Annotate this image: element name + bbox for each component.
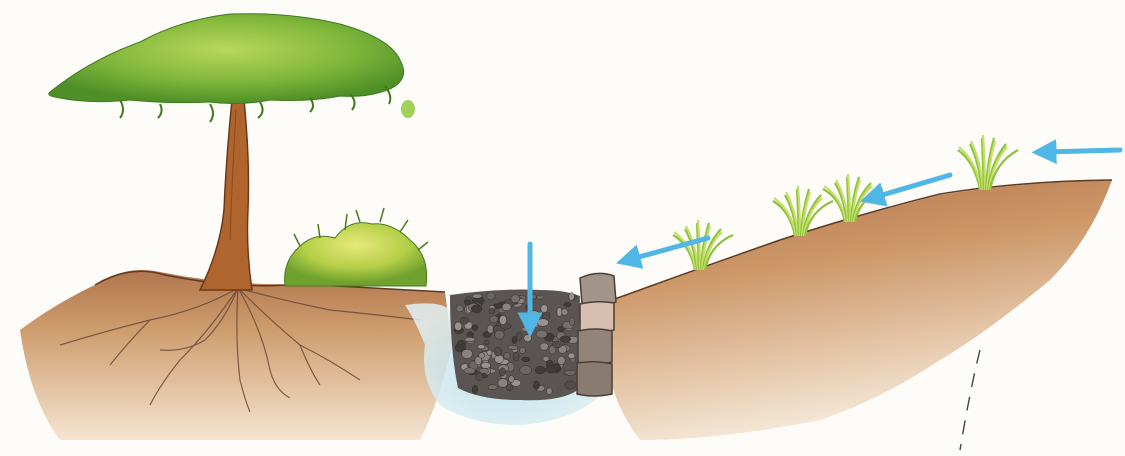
- gravel-stone: [504, 353, 511, 359]
- gravel-stone: [460, 317, 468, 324]
- gravel-stone: [498, 379, 508, 388]
- gravel-stone: [568, 353, 575, 358]
- gravel-stone: [537, 319, 549, 327]
- gravel-stone: [557, 308, 562, 317]
- tree-canopy: [49, 14, 404, 104]
- gravel-stone: [540, 343, 549, 350]
- tree-trunk: [200, 100, 252, 290]
- grass-icon: [958, 135, 1018, 190]
- gravel-stone: [472, 385, 478, 394]
- gravel-stone: [546, 388, 552, 395]
- gravel-stone: [472, 294, 481, 298]
- gravel-stone: [478, 345, 485, 349]
- right-soil-slope: [608, 180, 1112, 440]
- gravel-stone: [456, 305, 463, 312]
- gravel-stone: [487, 350, 492, 355]
- gravel-stone: [471, 305, 482, 313]
- gravel-stone: [520, 366, 532, 375]
- gravel-stone: [494, 347, 501, 356]
- sketch-line: [960, 350, 980, 450]
- gravel-stone: [535, 366, 545, 374]
- gravel-stone: [455, 322, 462, 331]
- gravel-stone: [569, 317, 574, 325]
- gravel-stone: [560, 336, 571, 342]
- gravel-stone: [490, 316, 499, 323]
- gravel-stone: [520, 347, 526, 353]
- gravel-stone: [499, 315, 506, 324]
- gravel-stone: [562, 309, 568, 316]
- gravel-pit: [450, 290, 580, 401]
- gravel-stone: [536, 330, 547, 338]
- gravel-stone: [495, 330, 505, 339]
- gravel-stone: [533, 381, 539, 389]
- gravel-stone: [516, 332, 522, 341]
- gravel-stone: [472, 325, 478, 331]
- gravel-stone: [457, 340, 465, 347]
- gravel-stone: [512, 336, 517, 343]
- gravel-stone: [564, 302, 571, 306]
- gravel-stone: [462, 349, 473, 358]
- gravel-stone: [508, 345, 518, 350]
- gravel-stone: [546, 365, 557, 373]
- gravel-stone: [541, 305, 548, 313]
- gravel-stone: [537, 295, 544, 300]
- gravel-stone: [569, 293, 575, 301]
- arrow-icon: [1044, 150, 1120, 152]
- gravel-stone: [489, 308, 495, 314]
- gravel-stone: [479, 353, 485, 359]
- shrub: [285, 208, 428, 286]
- gravel-stone: [564, 370, 576, 375]
- gravel-stone: [558, 356, 566, 364]
- gravel-stone: [552, 341, 563, 347]
- stone-wall: [577, 273, 616, 396]
- gravel-stone: [506, 385, 512, 391]
- gravel-stone: [465, 337, 475, 341]
- gravel-stone: [509, 376, 515, 383]
- gravel-stone: [464, 368, 475, 374]
- gravel-stone: [495, 355, 504, 363]
- gravel-stone: [499, 368, 505, 376]
- gravel-stone: [522, 357, 530, 362]
- gravel-stone: [565, 381, 576, 389]
- gravel-stone: [476, 373, 483, 381]
- gravel-stone: [481, 362, 490, 368]
- gravel-stone: [524, 335, 532, 342]
- gravel-stone: [502, 303, 511, 311]
- gravel-stone: [487, 292, 495, 300]
- gravel-stone: [511, 295, 520, 303]
- gravel-stone: [488, 385, 497, 390]
- left-soil-bank: [20, 270, 452, 440]
- gravel-stone: [484, 340, 489, 345]
- gravel-stone: [513, 352, 519, 361]
